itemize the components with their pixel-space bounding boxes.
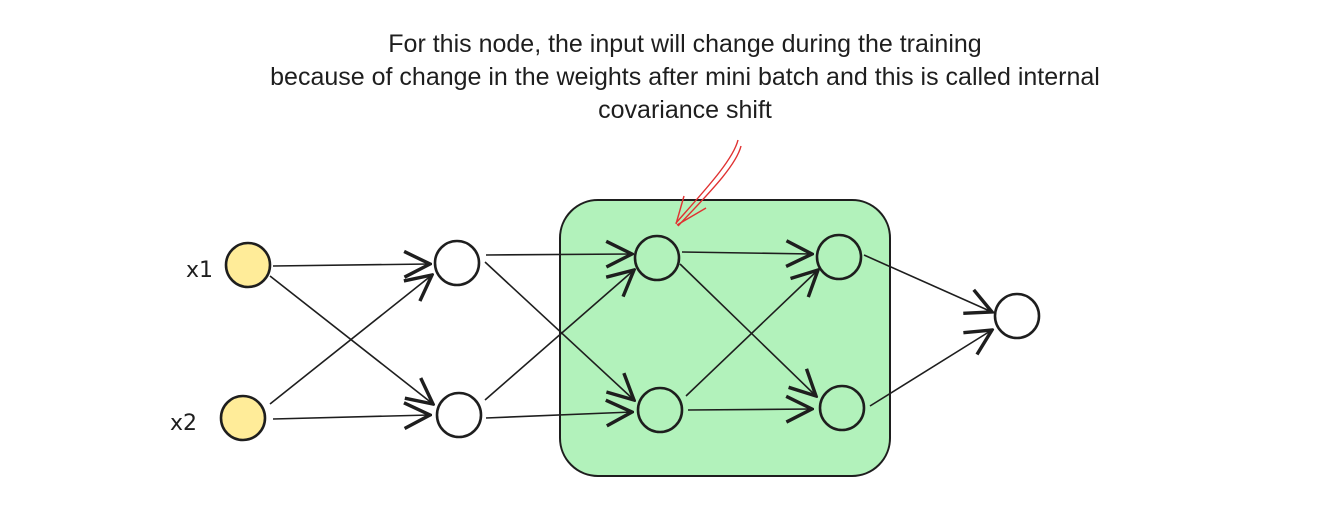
annotation-line-1: For this node, the input will change dur… (388, 30, 982, 58)
output-node (993, 292, 1041, 340)
edge-x1-h1a (272, 264, 430, 266)
annotation-text: For this node, the input will change dur… (0, 28, 1318, 127)
edge-h2b-h3a (685, 270, 818, 397)
edge-h1a-h2b (484, 261, 634, 400)
edge-h1a-h2a (485, 254, 632, 255)
input-node-x1 (224, 241, 272, 289)
edge-h3a-out (863, 254, 992, 312)
edge-x2-h1b (272, 415, 430, 419)
annotation-line-3: covariance shift (598, 96, 772, 124)
edge-h2a-h3b (679, 263, 816, 396)
hidden-node-3a (815, 233, 863, 281)
hidden-node-2a-highlighted (633, 234, 681, 282)
edge-h2a-h3a (681, 252, 812, 254)
nodes (219, 233, 1041, 442)
pointer-arrow (675, 139, 742, 227)
edge-x2-h1a (269, 275, 432, 405)
hidden-node-1a (433, 239, 481, 287)
edge-h3b-out (869, 330, 992, 407)
input-node-x2 (219, 394, 267, 442)
edge-h1b-h2b (485, 412, 632, 418)
input-label-x1: x1 (186, 258, 213, 283)
annotation-line-2: because of change in the weights after m… (270, 63, 1100, 91)
edge-h1b-h2a (484, 270, 634, 401)
input-label-x2: x2 (170, 411, 197, 436)
hidden-node-3b (818, 384, 866, 432)
connections (269, 252, 992, 419)
edge-h2b-h3b (687, 409, 812, 410)
hidden-node-2b (636, 386, 684, 434)
hidden-node-1b (435, 391, 483, 439)
